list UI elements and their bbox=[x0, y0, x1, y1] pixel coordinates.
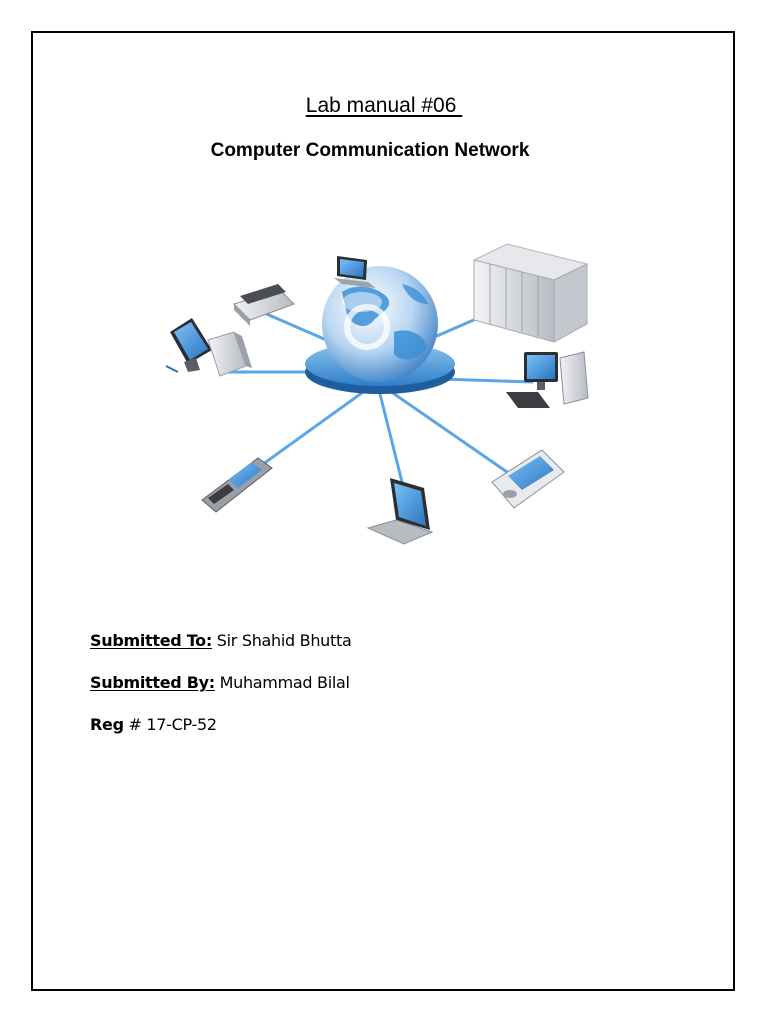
page-subtitle: Computer Communication Network bbox=[210, 140, 530, 161]
reg-label: Reg bbox=[90, 715, 124, 734]
submitted-by-label: Submitted By: bbox=[90, 673, 215, 692]
pda-device-icon bbox=[491, 449, 565, 509]
scanner-icon bbox=[233, 284, 295, 326]
globe-icon bbox=[322, 266, 438, 382]
submitted-to-label: Submitted To: bbox=[90, 631, 212, 650]
mobile-phone-icon bbox=[201, 457, 273, 513]
reg-value: # 17-CP-52 bbox=[123, 715, 218, 734]
network-illustration bbox=[165, 243, 589, 545]
server-rack-icon bbox=[472, 243, 589, 343]
page-title: Lab manual #06 bbox=[305, 94, 463, 117]
desktop-computer-icon-right bbox=[506, 351, 589, 408]
submitted-to-value: Sir Shahid Bhutta bbox=[211, 631, 352, 650]
laptop-icon-top bbox=[334, 256, 376, 288]
submitted-to-line: Submitted To: Sir Shahid Bhutta bbox=[90, 631, 352, 650]
submitted-by-line: Submitted By: Muhammad Bilal bbox=[90, 673, 350, 692]
page-border bbox=[31, 31, 735, 991]
desktop-computer-icon-left bbox=[165, 318, 252, 377]
registration-line: Reg # 17-CP-52 bbox=[90, 715, 217, 734]
submitted-by-value: Muhammad Bilal bbox=[214, 673, 350, 692]
laptop-icon-bottom bbox=[366, 478, 434, 545]
